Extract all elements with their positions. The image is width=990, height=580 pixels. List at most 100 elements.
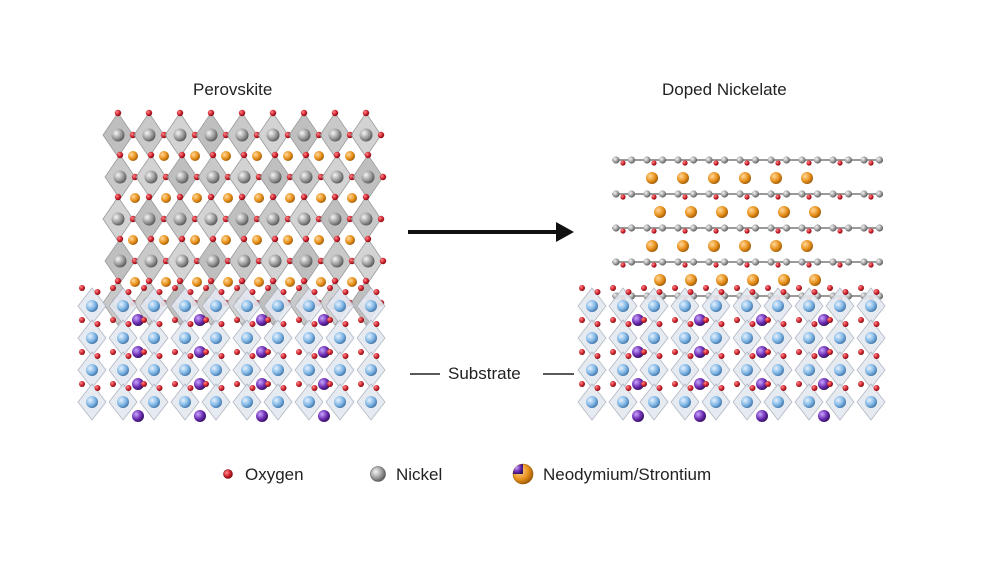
oxygen-atom: [749, 385, 756, 391]
neodymium-atom: [747, 206, 759, 218]
neodymium-atom: [128, 235, 138, 245]
substrate-atom: [303, 300, 315, 312]
oxygen-atom: [116, 235, 124, 243]
oxygen-atom: [114, 193, 122, 201]
oxygen-atom: [811, 289, 818, 295]
substrate-atom: [272, 364, 284, 376]
oxygen-atom: [265, 317, 271, 323]
oxygen-atom: [234, 317, 240, 323]
oxygen-atom: [222, 131, 230, 139]
substrate-atom: [772, 300, 784, 312]
oxygen-atom: [234, 349, 240, 355]
nickel-atom: [813, 224, 822, 232]
oxygen-atom: [327, 349, 333, 355]
oxygen-atom: [145, 193, 153, 201]
oxygen-atom: [94, 321, 101, 327]
oxygen-atom: [79, 349, 85, 355]
nickel-atom: [767, 190, 775, 198]
oxygen-atom: [162, 257, 170, 265]
oxygen-atom: [296, 317, 302, 323]
nickel-atom: [361, 254, 375, 268]
oxygen-atom: [249, 321, 256, 327]
oxygen-atom: [641, 349, 647, 355]
oxygen-atom: [796, 285, 802, 291]
nickel-atom: [658, 156, 667, 164]
substrate-atom: [272, 396, 284, 408]
oxygen-atom: [342, 289, 349, 295]
strontium-atom: [818, 314, 830, 326]
strontium-atom: [194, 410, 206, 422]
oxygen-atom: [873, 385, 880, 391]
doped-nickelate-title: Doped Nickelate: [662, 80, 787, 99]
oxygen-atom: [238, 109, 246, 117]
substrate-atom: [241, 364, 253, 376]
nickel-atom: [658, 258, 667, 266]
substrate-atom: [334, 364, 346, 376]
neodymium-atom: [316, 193, 326, 203]
oxygen-legend-icon: [223, 469, 233, 479]
nickel-atom: [111, 128, 125, 142]
substrate-atom: [741, 332, 753, 344]
oxygen-atom: [79, 285, 85, 291]
oxygen-atom: [187, 385, 194, 391]
substrate-atom: [334, 332, 346, 344]
oxygen-atom: [775, 194, 781, 200]
strontium-atom: [132, 410, 144, 422]
oxygen-atom: [651, 194, 657, 200]
nickel-atom: [736, 190, 744, 198]
substrate-atom: [272, 332, 284, 344]
oxygen-atom: [806, 194, 812, 200]
substrate-atom: [834, 300, 846, 312]
substrate-label: Substrate: [448, 364, 521, 383]
strontium-atom: [756, 410, 768, 422]
substrate-atom: [586, 332, 598, 344]
neodymium-atom: [221, 235, 231, 245]
nickel-atom: [720, 258, 729, 266]
substrate-atom: [772, 332, 784, 344]
oxygen-atom: [94, 385, 101, 391]
nickel-atom: [674, 258, 682, 266]
substrate-atom: [210, 364, 222, 376]
strontium-atom: [632, 378, 644, 390]
nickel-atom: [237, 170, 251, 184]
substrate-atom: [86, 396, 98, 408]
oxygen-atom: [780, 353, 787, 359]
oxygen-atom: [373, 385, 380, 391]
oxygen-atom: [141, 317, 147, 323]
neodymium-atom: [130, 193, 140, 203]
nickel-atom: [689, 224, 698, 232]
nickel-atom: [720, 156, 729, 164]
neodymium-atom: [283, 235, 293, 245]
substrate-atom: [210, 332, 222, 344]
substrate-atom: [365, 364, 377, 376]
neodymium-atom: [159, 235, 169, 245]
oxygen-atom: [296, 285, 302, 291]
oxygen-atom: [868, 160, 874, 166]
neodymium-atom: [159, 151, 169, 161]
oxygen-atom: [594, 289, 601, 295]
oxygen-atom: [348, 173, 356, 181]
oxygen-atom: [775, 160, 781, 166]
oxygen-atom: [625, 353, 632, 359]
nickel-atom: [860, 190, 868, 198]
strontium-atom: [132, 378, 144, 390]
neodymium-atom: [252, 151, 262, 161]
oxygen-atom: [713, 194, 719, 200]
neodymium-atom: [654, 206, 666, 218]
oxygen-atom: [238, 193, 246, 201]
oxygen-atom: [837, 194, 843, 200]
neodymium-atom: [716, 206, 728, 218]
oxygen-atom: [255, 257, 263, 265]
oxygen-atom: [342, 353, 349, 359]
nickel-atom: [875, 224, 884, 232]
oxygen-atom: [620, 228, 626, 234]
oxygen-atom: [594, 353, 601, 359]
strontium-atom: [756, 314, 768, 326]
substrate-atom: [741, 300, 753, 312]
substrate-atom: [648, 332, 660, 344]
nickel-atom: [813, 156, 822, 164]
nickel-atom: [612, 224, 620, 232]
oxygen-atom: [296, 381, 302, 387]
oxygen-atom: [827, 317, 833, 323]
oxygen-atom: [579, 381, 585, 387]
